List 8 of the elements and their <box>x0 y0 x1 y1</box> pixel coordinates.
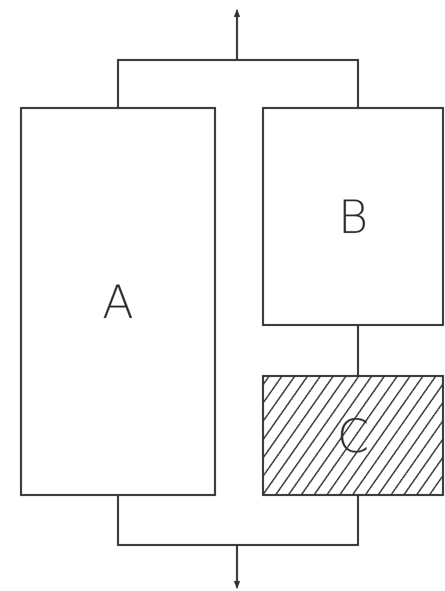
connector-line <box>357 326 359 375</box>
outlet-arrow <box>234 496 359 589</box>
outlet-arrow <box>234 9 359 107</box>
block <box>262 107 444 326</box>
block <box>20 107 216 496</box>
hatched-block <box>262 375 444 496</box>
block-label: A <box>102 278 134 324</box>
block-label: B <box>338 194 368 240</box>
